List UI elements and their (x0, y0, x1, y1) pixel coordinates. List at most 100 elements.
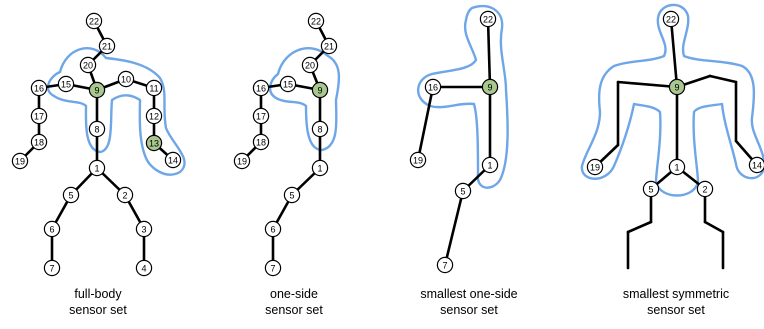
joint-label-19: 19 (413, 156, 423, 166)
joint-15 (57, 75, 75, 93)
joint-1 (311, 159, 329, 177)
joint-label-5: 5 (68, 191, 73, 201)
joint-label-1: 1 (94, 164, 99, 174)
joint-8 (311, 120, 329, 138)
joint-16 (424, 78, 442, 96)
joint-label-16: 16 (428, 83, 438, 93)
joint-22 (479, 10, 497, 28)
joint-label-11: 11 (149, 84, 158, 94)
joint-label-19: 19 (237, 157, 247, 167)
joint-6 (43, 220, 61, 238)
joint-7 (264, 259, 282, 277)
joint-label-5: 5 (289, 191, 294, 201)
smallest-one-side-skeleton: 22 16 9 19 1 5 7 (409, 4, 509, 274)
joint-label-10: 10 (121, 75, 131, 85)
joint-label-1: 1 (674, 163, 679, 173)
joint-18 (252, 133, 270, 151)
joint-10 (117, 70, 135, 88)
sensor-region-outline (268, 47, 341, 152)
bone (703, 220, 725, 234)
bone (443, 189, 465, 267)
joint-19 (409, 151, 427, 169)
joint-label-20: 20 (305, 61, 315, 71)
joint-label-2: 2 (122, 191, 127, 201)
joint-label-9: 9 (674, 83, 679, 93)
joint-label-21: 21 (102, 42, 112, 52)
joint-label-19: 19 (15, 157, 25, 167)
bone (708, 74, 738, 84)
joint-label-22: 22 (89, 17, 99, 27)
joint-label-16: 16 (256, 84, 266, 94)
bone (669, 17, 679, 89)
joint-22 (85, 12, 103, 30)
joint-label-19: 19 (590, 163, 600, 173)
joint-21 (320, 37, 338, 55)
joint-2 (116, 186, 134, 204)
joint-6 (264, 220, 282, 238)
joint-7 (43, 259, 61, 277)
joint-label-22: 22 (666, 15, 676, 25)
joint-label-21: 21 (324, 42, 334, 52)
joint-12 (145, 107, 163, 125)
caption-smallest-one-side-line2: sensor set (440, 303, 498, 317)
joint-8 (88, 120, 106, 138)
joint-14 (748, 156, 764, 174)
joint-17 (30, 107, 48, 125)
joint-19 (233, 152, 251, 170)
joint-label-5: 5 (648, 185, 653, 195)
joint-label-3: 3 (141, 225, 146, 235)
joint-label-12: 12 (149, 112, 159, 122)
joint-label-7: 7 (442, 261, 447, 271)
bone (486, 17, 492, 89)
joint-18 (30, 133, 48, 151)
joint-label-15: 15 (61, 80, 71, 90)
joint-label-1: 1 (317, 164, 322, 174)
joint-label-7: 7 (49, 264, 54, 274)
joint-3 (135, 220, 153, 238)
joint-label-1: 1 (487, 161, 492, 171)
caption-smallest-one-side-line1: smallest one-side (420, 287, 517, 301)
joint-4 (135, 259, 153, 277)
joint-label-22: 22 (311, 17, 321, 27)
joint-label-4: 4 (141, 264, 146, 274)
joint-label-6: 6 (270, 225, 275, 235)
joint-5 (62, 186, 80, 204)
joint-22 (307, 12, 325, 30)
joint-21 (98, 37, 116, 55)
joint-label-22: 22 (483, 15, 493, 25)
sensor-region-outline (46, 47, 186, 176)
joint-label-8: 8 (317, 125, 322, 135)
joint-16 (252, 79, 270, 97)
caption-full-body-line2: sensor set (69, 303, 127, 317)
joint-1 (481, 156, 499, 174)
bone (616, 80, 679, 89)
joint-label-15: 15 (283, 80, 293, 90)
joint-label-9: 9 (487, 83, 492, 93)
joint-label-14: 14 (752, 161, 762, 171)
joint-label-5: 5 (460, 187, 465, 197)
joint-label-18: 18 (256, 138, 266, 148)
joint-label-16: 16 (34, 84, 44, 94)
joint-22 (662, 10, 680, 28)
sensor-joint-9 (311, 81, 329, 99)
joint-11 (145, 79, 163, 97)
bone (626, 220, 653, 234)
smallest-symmetric-skeleton: 22 9 19 14 1 5 2 (580, 3, 764, 270)
caption-one-side-line1: one-side (270, 287, 318, 301)
joint-1 (88, 159, 106, 177)
sensor-joint-9 (668, 78, 686, 96)
joint-label-14: 14 (168, 156, 178, 166)
sensor-joint-9 (481, 78, 499, 96)
joint-label-17: 17 (34, 112, 44, 122)
joint-1 (668, 158, 686, 176)
joint-label-2: 2 (702, 185, 707, 195)
joint-2 (696, 180, 714, 198)
joint-5 (642, 180, 660, 198)
joint-14 (164, 151, 182, 169)
joint-5 (454, 182, 472, 200)
caption-smallest-symmetric-line1: smallest symmetric (623, 287, 729, 301)
joint-label-20: 20 (83, 61, 93, 71)
